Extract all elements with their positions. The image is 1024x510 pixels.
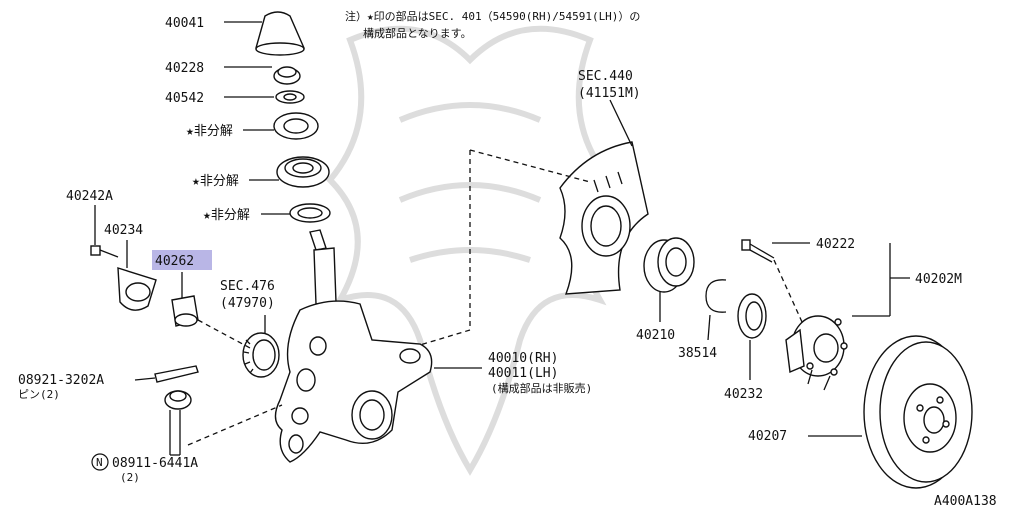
label-star-1[interactable]: ★非分解 xyxy=(186,124,233,139)
part-40234-cover[interactable] xyxy=(117,267,157,311)
part-40210-hub-bearing[interactable] xyxy=(643,237,695,293)
label-40202m[interactable]: 40202M xyxy=(915,272,962,287)
label-nut-qty: (2) xyxy=(120,471,140,484)
part-40041-boot[interactable] xyxy=(255,11,305,56)
label-08921-3202a[interactable]: 08921-3202A xyxy=(18,373,104,388)
dash-shield-top xyxy=(469,149,591,183)
part-38514-snap-ring[interactable] xyxy=(705,279,727,313)
part-40228-nut[interactable] xyxy=(273,66,301,85)
label-40010-rh[interactable]: 40010(RH) xyxy=(488,351,558,366)
dash-40262-to-ring xyxy=(197,319,251,349)
part-40207-brake-rotor[interactable] xyxy=(863,335,973,489)
label-40041[interactable]: 40041 xyxy=(165,16,204,31)
label-40242a[interactable]: 40242A xyxy=(66,189,113,204)
label-40011-note: (構成部品は非販売) xyxy=(491,381,592,395)
part-40542-washer[interactable] xyxy=(275,90,305,104)
part-seal[interactable] xyxy=(289,203,331,223)
label-40207[interactable]: 40207 xyxy=(748,429,787,444)
label-40222[interactable]: 40222 xyxy=(816,237,855,252)
part-40010-steering-knuckle[interactable] xyxy=(274,229,433,463)
part-sec476-sensor-ring[interactable] xyxy=(242,332,280,378)
note-line-1: 注）★印の部品はSEC. 401（54590(RH)/54591(LH)）の xyxy=(345,9,640,23)
part-40262-cap[interactable] xyxy=(171,295,199,327)
label-star-2[interactable]: ★非分解 xyxy=(192,174,239,189)
label-40011-lh[interactable]: 40011(LH) xyxy=(488,366,558,381)
label-40210[interactable]: 40210 xyxy=(636,328,675,343)
leader-sec440 xyxy=(609,99,633,147)
label-40542[interactable]: 40542 xyxy=(165,91,204,106)
label-sec476[interactable]: SEC.476 xyxy=(220,279,275,294)
part-40202m-hub[interactable] xyxy=(785,315,848,391)
label-40232[interactable]: 40232 xyxy=(724,387,763,402)
leader-pin xyxy=(134,377,156,381)
part-08911-nut[interactable] xyxy=(164,390,192,410)
dash-shield-bottom xyxy=(419,329,471,346)
label-40262[interactable]: 40262 xyxy=(155,254,194,269)
label-40234[interactable]: 40234 xyxy=(104,223,143,238)
dash-nut-to-knuckle xyxy=(187,404,283,446)
label-sec440[interactable]: SEC.440 xyxy=(578,69,633,84)
watermark-emblem xyxy=(325,25,615,476)
label-pin-qty: ピン(2) xyxy=(18,388,60,401)
label-08911-6441a[interactable]: 08911-6441A xyxy=(112,456,198,471)
part-sec440-dust-shield[interactable] xyxy=(559,141,649,295)
label-sec440-sub: (41151M) xyxy=(578,86,641,101)
dash-bolt-to-hub xyxy=(773,259,803,323)
part-40242a-bolt[interactable] xyxy=(90,245,119,258)
label-38514[interactable]: 38514 xyxy=(678,346,717,361)
diagram-id: A400A138 xyxy=(934,494,997,509)
part-bearing-lower[interactable] xyxy=(276,156,330,188)
part-08921-pin[interactable] xyxy=(154,365,199,383)
label-star-3[interactable]: ★非分解 xyxy=(203,208,250,223)
note-line-2: 構成部品となります。 xyxy=(363,26,472,40)
highlight-40262 xyxy=(152,250,212,270)
label-n-mark: N xyxy=(96,456,103,469)
part-40232-seal[interactable] xyxy=(737,293,767,339)
label-40228[interactable]: 40228 xyxy=(165,61,204,76)
part-40222-hub-bolt[interactable] xyxy=(741,239,775,263)
part-bearing-upper[interactable] xyxy=(273,112,319,140)
leader-38514 xyxy=(707,314,711,341)
label-sec476-sub: (47970) xyxy=(220,296,275,311)
n-mark-circle xyxy=(91,453,109,471)
